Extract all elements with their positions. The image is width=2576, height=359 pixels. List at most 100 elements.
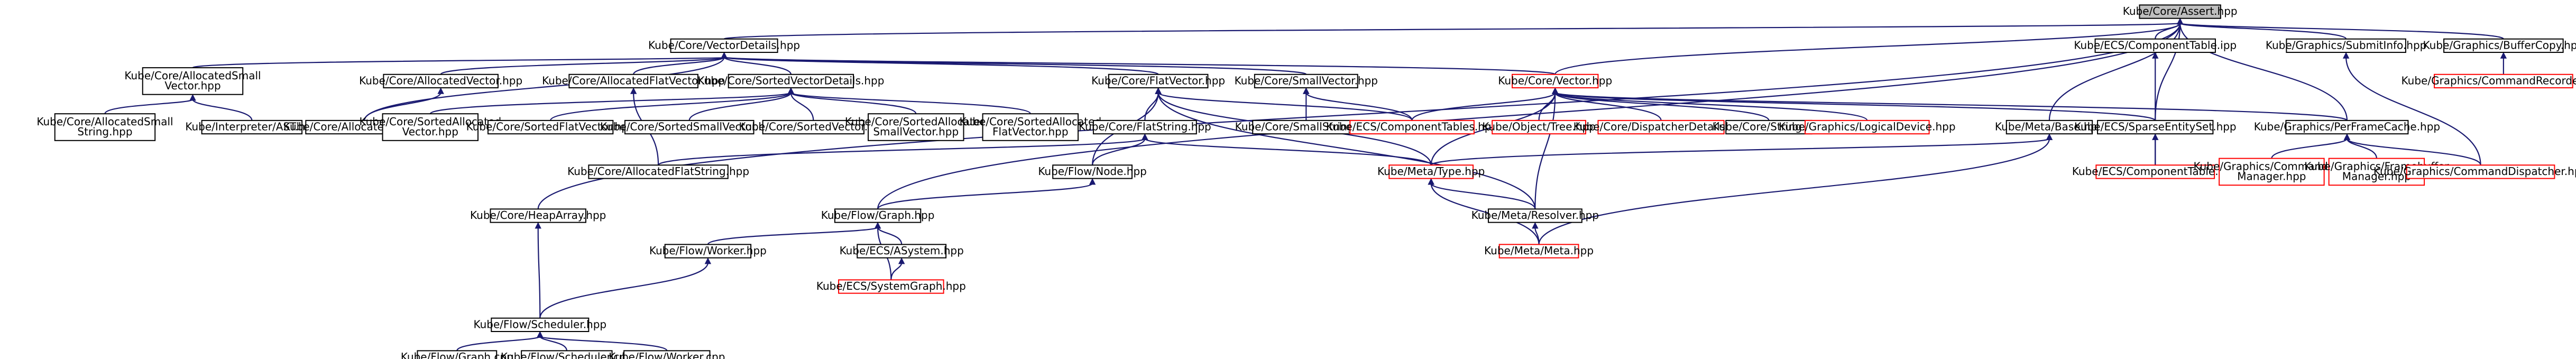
- node-flowworker_hpp[interactable]: Kube/Flow/Worker.hpp: [649, 244, 767, 259]
- dependency-edge-sortedvectordetails-to-vectordetails: [721, 52, 792, 75]
- node-metabase[interactable]: Kube/Meta/Base.hpp: [1995, 119, 2104, 135]
- node-label: Kube/Flow/Scheduler.hpp: [473, 318, 606, 330]
- node-logicaldevice[interactable]: Kube/Graphics/LogicalDevice.hpp: [1779, 119, 1956, 135]
- node-heaparray[interactable]: Kube/Core/HeapArray.hpp: [470, 208, 606, 223]
- node-buffercopy[interactable]: Kube/Graphics/BufferCopy.hpp: [2423, 38, 2576, 53]
- node-box: [201, 119, 303, 135]
- dependency-edge-sparseentityset-to-assert: [2155, 18, 2184, 121]
- node-flatvector[interactable]: Kube/Core/FlatVector.hpp: [1091, 73, 1225, 89]
- node-box: [857, 244, 947, 259]
- node-flowworker_cpp[interactable]: Kube/Flow/Worker.cpp: [609, 350, 725, 359]
- dependency-edge-allocatedsmallstring-to-allocatedsmallvector: [104, 94, 196, 114]
- dependency-edge-metaresolver-to-vector: [1534, 87, 1559, 209]
- node-commandrecorder[interactable]: Kube/Graphics/CommandRecorder.hpp: [2402, 73, 2576, 89]
- node-objecttree[interactable]: Kube/Object/Tree.hpp: [1482, 119, 1596, 135]
- node-sortedvector[interactable]: Kube/Core/SortedVector.hpp: [739, 119, 888, 135]
- dependency-edge-flowscheduler_hpp-to-flowworker_hpp: [539, 257, 712, 318]
- node-label: Kube/Flow/Node.hpp: [1038, 165, 1147, 178]
- dependency-edge-allocatedstring-to-allocatedvector: [364, 87, 444, 121]
- node-commanddispatcher[interactable]: Kube/Graphics/CommandDispatcher.hpp: [2373, 164, 2576, 179]
- dependency-edge-sortedsmallvector-to-sortedvectordetails: [688, 87, 795, 121]
- node-label: Vector.hpp: [164, 79, 220, 92]
- node-label: Kube/Core/SortedVector.hpp: [739, 121, 888, 133]
- node-sortedsmallvector[interactable]: Kube/Core/SortedSmallVector.hpp: [600, 119, 778, 135]
- node-submitinfo[interactable]: Kube/Graphics/SubmitInfo.hpp: [2266, 38, 2426, 53]
- node-sparseentityset[interactable]: Kube/ECS/SparseEntitySet.hpp: [2074, 119, 2237, 135]
- dependency-edge-flowworker_cpp-to-flowscheduler_hpp: [537, 331, 668, 352]
- node-label: Kube/Meta/Type.hpp: [1377, 165, 1485, 178]
- node-allocatedflatstring[interactable]: Kube/Core/AllocatedFlatString.hpp: [567, 164, 749, 179]
- node-smallvector[interactable]: Kube/Core/SmallVector.hpp: [1235, 73, 1378, 89]
- node-flowscheduler_cpp[interactable]: Kube/Flow/Scheduler.cpp: [501, 350, 633, 359]
- node-componenttables[interactable]: Kube/ECS/ComponentTables.hpp: [1326, 119, 1498, 135]
- dependency-edge-flowscheduler_hpp-to-heaparray: [535, 222, 541, 318]
- node-flatstring[interactable]: Kube/Core/FlatString.hpp: [1079, 119, 1211, 135]
- node-label: Kube/Core/SortedVectorDetails.hpp: [697, 74, 884, 87]
- node-metameta[interactable]: Kube/Meta/Meta.hpp: [1484, 244, 1594, 259]
- node-metatype[interactable]: Kube/Meta/Type.hpp: [1377, 164, 1485, 179]
- dependency-edge-commandrecorder-to-buffercopy: [2500, 52, 2507, 75]
- node-label: Kube/Flow/Graph.hpp: [821, 209, 935, 222]
- node-assert[interactable]: Kube/Core/Assert.hpp: [2123, 4, 2238, 19]
- node-label: Kube/Core/FlatVector.hpp: [1091, 74, 1225, 87]
- node-componenttable_hpp[interactable]: Kube/ECS/ComponentTable.hpp: [2072, 164, 2239, 179]
- node-box: [2005, 119, 2093, 135]
- dependency-edge-metameta-to-metatype: [1428, 178, 1540, 245]
- node-label: Kube/Core/VectorDetails.hpp: [648, 39, 800, 51]
- node-box: [2434, 73, 2573, 89]
- dependency-edge-metaresolver-to-metatype: [1428, 178, 1536, 209]
- node-flowscheduler_hpp[interactable]: Kube/Flow/Scheduler.hpp: [473, 317, 606, 333]
- node-label: Kube/Core/AllocatedSmall: [36, 115, 173, 128]
- node-systemgraph[interactable]: Kube/ECS/SystemGraph.hpp: [816, 279, 966, 294]
- node-allocatedflatvector[interactable]: Kube/Core/AllocatedFlatVector.hpp: [542, 73, 725, 89]
- node-label: Manager.hpp: [2237, 170, 2306, 182]
- node-label: String.hpp: [77, 125, 132, 138]
- node-label: SmallVector.hpp: [873, 125, 959, 138]
- node-label: Kube/Meta/Resolver.hpp: [1471, 209, 1599, 222]
- node-label: Kube/Core/SortedAllocated: [845, 115, 987, 128]
- node-box: [417, 350, 498, 359]
- node-box: [1092, 119, 1197, 135]
- node-label: Kube/ECS/SparseEntitySet.hpp: [2074, 121, 2237, 133]
- node-label: Kube/Core/SortedAllocated: [959, 115, 1101, 128]
- node-vectordetails[interactable]: Kube/Core/VectorDetails.hpp: [648, 38, 800, 53]
- dependency-edge-perframecache-to-assert: [2176, 18, 2348, 121]
- node-box: [491, 317, 590, 333]
- node-allocatedvector[interactable]: Kube/Core/AllocatedVector.hpp: [359, 73, 522, 89]
- node-flownode[interactable]: Kube/Flow/Node.hpp: [1038, 164, 1147, 179]
- node-label: Kube/Core/AllocatedSmall: [124, 69, 261, 82]
- node-label: Kube/ECS/ComponentTable.hpp: [2072, 165, 2239, 178]
- dependency-edge-flowgraph_hpp-to-assert: [877, 18, 2184, 209]
- node-perframecache[interactable]: Kube/Graphics/PerFrameCache.hpp: [2254, 119, 2440, 135]
- node-label: Kube/Core/HeapArray.hpp: [470, 209, 606, 222]
- node-vector[interactable]: Kube/Core/Vector.hpp: [1498, 73, 1612, 89]
- node-iecssystem[interactable]: Kube/ECS/ASystem.hpp: [840, 244, 964, 259]
- node-label: Kube/Core/AllocatedVector.hpp: [359, 74, 522, 87]
- node-flowgraph_hpp[interactable]: Kube/Flow/Graph.hpp: [821, 208, 935, 223]
- node-box: [1805, 119, 1930, 135]
- node-interpreterast[interactable]: Kube/Interpreter/AST.hpp: [185, 119, 318, 135]
- node-metaresolver[interactable]: Kube/Meta/Resolver.hpp: [1471, 208, 1599, 223]
- node-box: [2406, 164, 2555, 179]
- node-flowgraph_cpp[interactable]: Kube/Flow/Graph.cpp: [401, 350, 513, 359]
- node-dispatcherdetails[interactable]: Kube/Core/DispatcherDetails.hpp: [1574, 119, 1749, 135]
- node-label: Kube/Graphics/CommandDispatcher.hpp: [2373, 165, 2576, 178]
- node-label: Kube/Core/Vector.hpp: [1498, 74, 1612, 87]
- node-sortedflatvector[interactable]: Kube/Core/SortedFlatVector.hpp: [466, 119, 635, 135]
- node-sortedvectordetails[interactable]: Kube/Core/SortedVectorDetails.hpp: [697, 73, 884, 89]
- dependency-edge-string-to-vector: [1552, 87, 1770, 121]
- node-label: Kube/Core/AllocatedFlatVector.hpp: [542, 74, 725, 87]
- node-box: [982, 113, 1079, 141]
- node-componenttable_ipp[interactable]: Kube/ECS/ComponentTable.ipp: [2074, 38, 2237, 53]
- node-label: Kube/Interpreter/AST.hpp: [185, 121, 318, 133]
- node-box: [2285, 119, 2409, 135]
- dependency-edge-vectordetails-to-assert: [723, 18, 2184, 40]
- node-label: Kube/Graphics/BufferCopy.hpp: [2423, 39, 2576, 51]
- dependency-edge-commanddispatcher-to-perframecache: [2343, 133, 2481, 165]
